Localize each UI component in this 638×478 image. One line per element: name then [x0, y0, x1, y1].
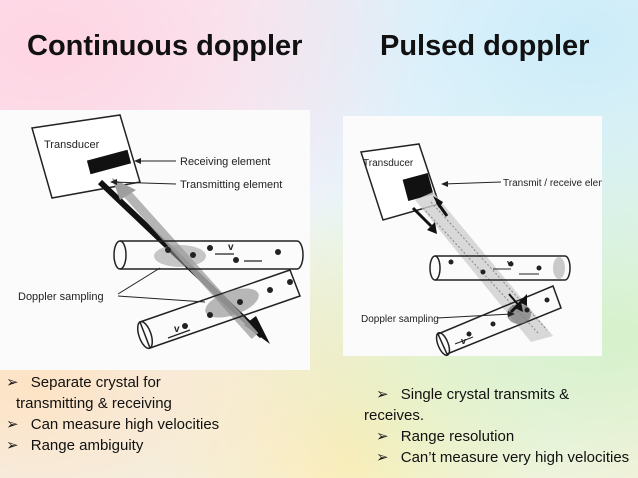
transmitting-element-label: Transmitting element: [180, 179, 282, 191]
list-item: ➢ Can’t measure very high velocities: [376, 449, 630, 466]
list-item-continuation: transmitting & receiving: [16, 395, 172, 412]
transducer-box: [31, 114, 141, 199]
vessel-lower: [136, 269, 301, 350]
vessel-upper: [429, 255, 571, 281]
arrowhead-bullet-icon: ➢: [6, 374, 19, 391]
velocity-label-upper: v: [507, 258, 512, 268]
arrowhead-bullet-icon: ➢: [376, 449, 389, 466]
transducer-label: Transducer: [44, 139, 100, 151]
list-item: ➢ Range resolution: [376, 428, 515, 445]
velocity-label-upper: v: [228, 242, 234, 253]
doppler-sampling-label: Doppler sampling: [361, 314, 439, 325]
list-item: ➢ Range ambiguity: [6, 437, 144, 454]
velocity-label-lower: v: [174, 324, 180, 335]
arrowhead-bullet-icon: ➢: [6, 437, 19, 454]
continuous-doppler-diagram: Transducer v v Receiving element Transmi…: [0, 110, 310, 370]
arrowhead-bullet-icon: ➢: [376, 428, 389, 445]
list-item-continuation: receives.: [364, 407, 425, 424]
transducer-label: Transducer: [363, 158, 414, 169]
vessel-upper: [113, 240, 304, 270]
doppler-sampling-label: Doppler sampling: [18, 291, 104, 303]
receiving-element-label: Receiving element: [180, 156, 271, 168]
vessel-lower: [435, 285, 562, 357]
pulsed-doppler-diagram: Transducer v v Transmit / receive elemen…: [343, 116, 621, 357]
list-item: ➢ Single crystal transmits &: [376, 386, 570, 403]
list-item: ➢ Can measure high velocities: [6, 416, 220, 433]
title-continuous-doppler: Continuous doppler: [27, 30, 303, 62]
transmit-receive-element-label: Transmit / receive element: [503, 178, 602, 189]
pulsed-doppler-bullets: ➢ Single crystal transmits & receives. ➢…: [364, 384, 629, 468]
list-item: ➢ Separate crystal for: [6, 374, 161, 391]
arrowhead-bullet-icon: ➢: [376, 386, 389, 403]
velocity-label-lower: v: [461, 336, 466, 346]
continuous-doppler-bullets: ➢ Separate crystal for transmitting & re…: [6, 372, 219, 456]
title-pulsed-doppler: Pulsed doppler: [380, 30, 590, 62]
arrowhead-bullet-icon: ➢: [6, 416, 19, 433]
